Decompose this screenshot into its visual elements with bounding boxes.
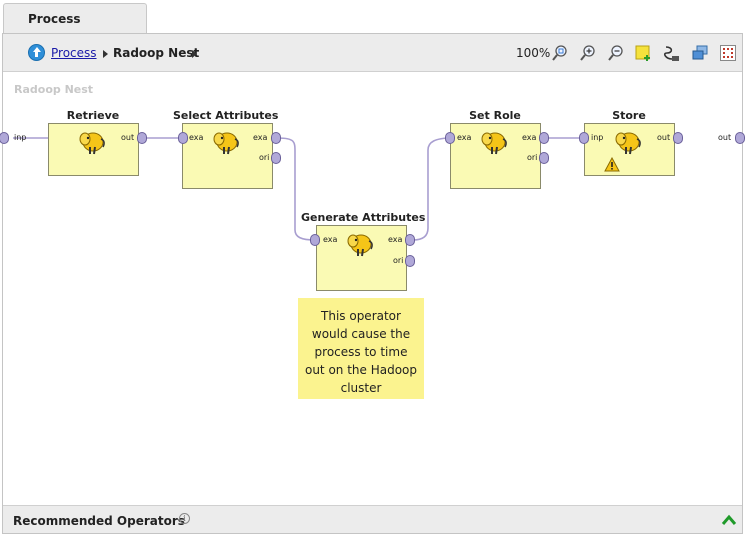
input-port[interactable] bbox=[310, 234, 320, 246]
operator-name: Generate Attributes bbox=[301, 211, 426, 224]
port-label: exa bbox=[323, 235, 338, 244]
wire-select-generate bbox=[277, 137, 316, 241]
tab-label: Process bbox=[28, 12, 81, 26]
output-port[interactable] bbox=[271, 132, 281, 144]
output-port[interactable] bbox=[539, 152, 549, 164]
input-port[interactable] bbox=[445, 132, 455, 144]
input-port[interactable] bbox=[579, 132, 589, 144]
toolbar: Process Radoop Nest 100% bbox=[3, 34, 742, 72]
port-label: exa bbox=[253, 133, 268, 142]
port-label: ori bbox=[527, 153, 538, 162]
sticky-note[interactable]: This operator would cause the process to… bbox=[298, 298, 424, 399]
process-output-port[interactable] bbox=[735, 132, 745, 144]
operator-name: Retrieve bbox=[66, 109, 120, 122]
operator-name: Select Attributes bbox=[173, 109, 279, 122]
process-output-port-label: out bbox=[718, 133, 732, 142]
auto-wire-icon[interactable] bbox=[663, 44, 681, 62]
breadcrumb-current: Radoop Nest bbox=[113, 46, 200, 60]
zoom-fit-icon[interactable] bbox=[551, 44, 569, 62]
grid-icon[interactable] bbox=[719, 44, 737, 62]
breadcrumb-expand-icon[interactable] bbox=[192, 50, 197, 58]
input-port[interactable] bbox=[178, 132, 188, 144]
process-input-port-label: inp bbox=[14, 133, 27, 142]
tab-process[interactable]: Process bbox=[3, 3, 147, 34]
output-port[interactable] bbox=[539, 132, 549, 144]
operator-store[interactable] bbox=[584, 123, 675, 176]
tab-strip: Process bbox=[0, 0, 746, 34]
output-port[interactable] bbox=[673, 132, 683, 144]
port-label: exa bbox=[457, 133, 472, 142]
hadoop-elephant-icon bbox=[615, 132, 641, 155]
zoom-in-icon[interactable] bbox=[579, 44, 597, 62]
arrange-icon[interactable] bbox=[691, 44, 709, 62]
hadoop-elephant-icon bbox=[481, 132, 507, 155]
process-input-port[interactable] bbox=[0, 132, 9, 144]
info-icon[interactable]: i bbox=[179, 513, 190, 524]
breadcrumb-separator-icon bbox=[103, 50, 108, 58]
output-port[interactable] bbox=[405, 234, 415, 246]
output-port[interactable] bbox=[271, 152, 281, 164]
operator-name: Store bbox=[612, 109, 646, 122]
port-label: out bbox=[657, 133, 671, 142]
breadcrumb-process-link[interactable]: Process bbox=[51, 46, 97, 60]
zoom-level: 100% bbox=[516, 46, 551, 60]
port-label: inp bbox=[591, 133, 604, 142]
hadoop-elephant-icon bbox=[79, 132, 105, 155]
port-label: out bbox=[121, 133, 135, 142]
port-label: exa bbox=[388, 235, 403, 244]
port-label: ori bbox=[393, 256, 404, 265]
wire-generate-setrole bbox=[412, 137, 453, 241]
port-label: exa bbox=[189, 133, 204, 142]
operator-retrieve[interactable] bbox=[48, 123, 139, 176]
operator-name: Set Role bbox=[469, 109, 521, 122]
operator-select-attributes[interactable] bbox=[182, 123, 273, 189]
recommended-operators-bar: Recommended Operators i bbox=[3, 505, 742, 533]
output-port[interactable] bbox=[405, 255, 415, 267]
recommended-operators-label: Recommended Operators bbox=[13, 514, 185, 528]
operator-generate-attributes[interactable] bbox=[316, 225, 407, 291]
up-arrow-icon[interactable] bbox=[28, 44, 45, 61]
warning-icon[interactable] bbox=[604, 157, 620, 172]
process-canvas[interactable]: Radoop Nest inp out Retrieve out Select … bbox=[0, 72, 745, 505]
canvas-title: Radoop Nest bbox=[14, 83, 94, 96]
hadoop-elephant-icon bbox=[347, 234, 373, 257]
zoom-out-icon[interactable] bbox=[607, 44, 625, 62]
chevron-up-icon[interactable] bbox=[721, 514, 737, 526]
port-label: exa bbox=[522, 133, 537, 142]
port-label: ori bbox=[259, 153, 270, 162]
operator-set-role[interactable] bbox=[450, 123, 541, 189]
hadoop-elephant-icon bbox=[213, 132, 239, 155]
output-port[interactable] bbox=[137, 132, 147, 144]
add-note-icon[interactable] bbox=[635, 44, 653, 62]
